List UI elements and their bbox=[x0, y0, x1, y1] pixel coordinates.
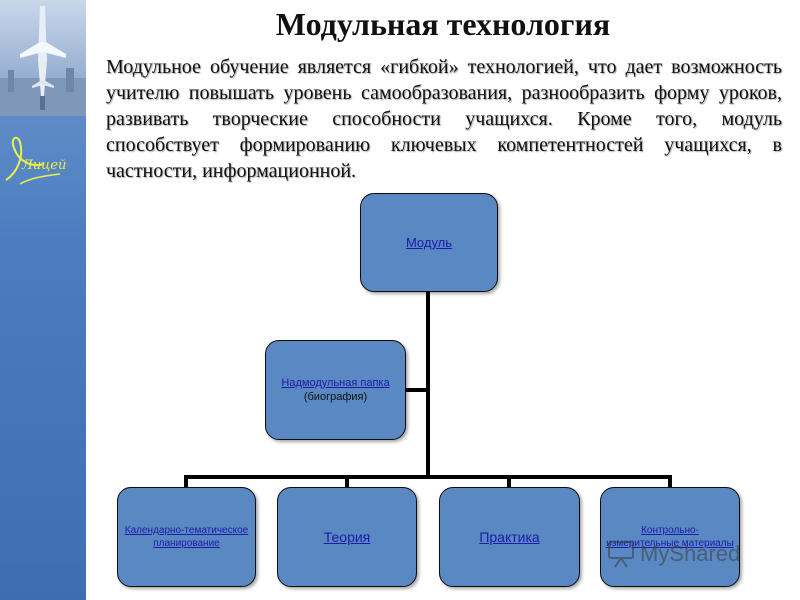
node-assessment-materials[interactable]: Контрольно-измерительные материалы bbox=[600, 487, 740, 587]
intro-paragraph: Модульное обучение является «гибкой» тех… bbox=[106, 56, 782, 182]
node-nadmodul-link[interactable]: Надмодульная папка bbox=[281, 377, 390, 389]
node-modul[interactable]: Модуль bbox=[360, 193, 498, 292]
node-assessment-materials-link[interactable]: Контрольно-измерительные материалы bbox=[606, 525, 734, 549]
node-theory[interactable]: Теория bbox=[277, 487, 417, 587]
node-modul-link[interactable]: Модуль bbox=[405, 235, 453, 250]
lyceum-logo-text: Лицей bbox=[22, 158, 67, 173]
node-calendar-planning[interactable]: Календарно-тематическое планирование bbox=[117, 487, 256, 587]
page-title: Модульная технология bbox=[275, 6, 611, 42]
node-nadmodul-folder[interactable]: Надмодульная папка (биография) bbox=[265, 340, 406, 440]
node-calendar-planning-link[interactable]: Календарно-тематическое планирование bbox=[124, 525, 249, 549]
airplane-monument-photo bbox=[0, 0, 86, 116]
node-practice-link[interactable]: Практика bbox=[479, 529, 540, 545]
node-nadmodul-sublabel: (биография) bbox=[303, 391, 368, 403]
sidebar-panel: Лицей bbox=[0, 0, 86, 600]
node-practice[interactable]: Практика bbox=[439, 487, 580, 587]
node-theory-link[interactable]: Теория bbox=[323, 529, 371, 545]
lyceum-swirl-logo: Лицей bbox=[0, 128, 86, 198]
